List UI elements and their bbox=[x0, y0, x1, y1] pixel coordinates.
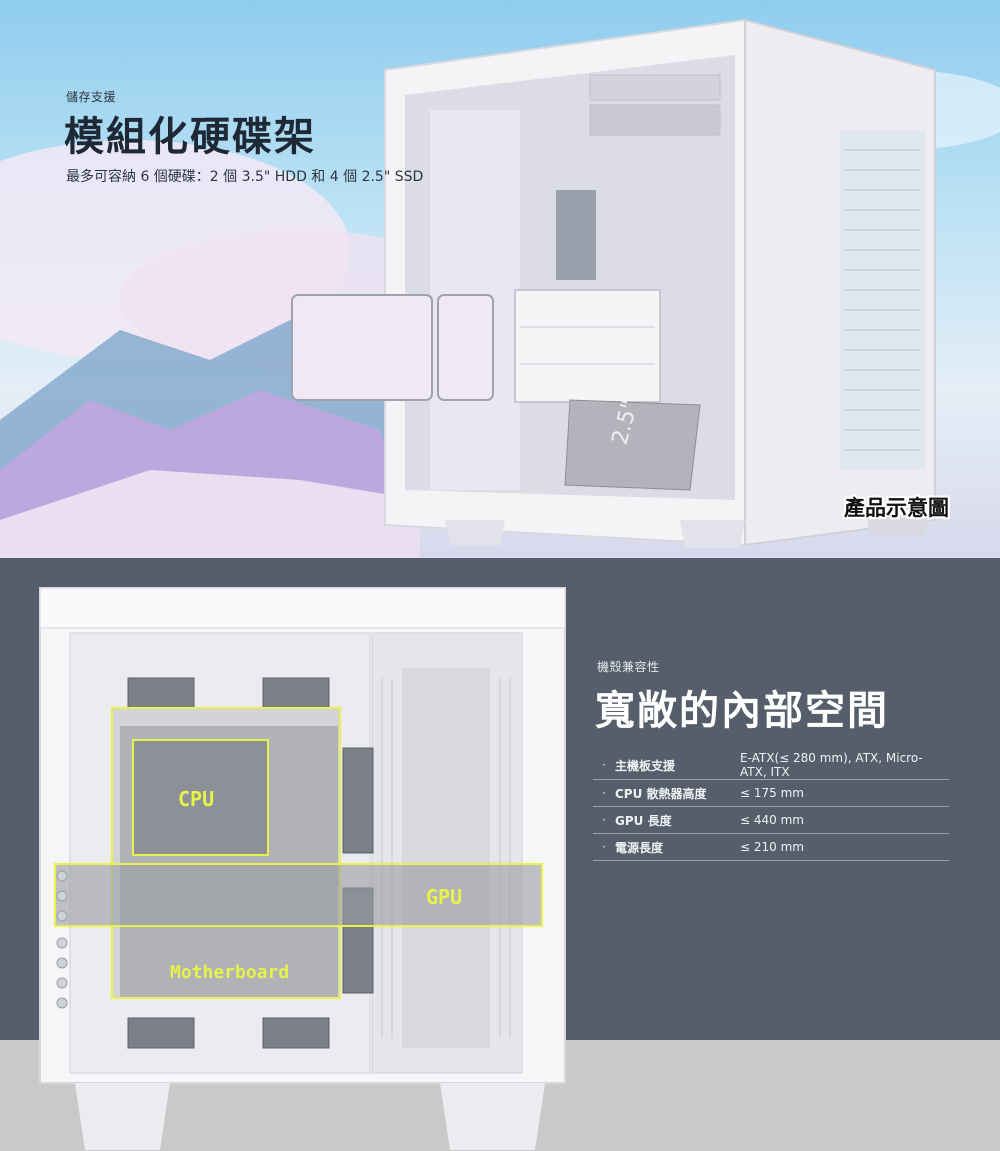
spec-value: ≤ 210 mm bbox=[740, 833, 949, 861]
spec-key: CPU 散熱器高度 bbox=[615, 779, 740, 807]
gpu-highlight bbox=[54, 863, 543, 927]
storage-illustration: 2.5" bbox=[0, 18, 1000, 558]
table-row: · 電源長度 ≤ 210 mm bbox=[593, 833, 949, 861]
gpu-label: GPU bbox=[426, 885, 462, 909]
bullet: · bbox=[593, 779, 615, 807]
spec-key: 電源長度 bbox=[615, 833, 740, 861]
illustration-badge: 產品示意圖 bbox=[844, 496, 949, 520]
bullet: · bbox=[593, 806, 615, 834]
bullet: · bbox=[593, 751, 615, 780]
pc-case bbox=[291, 18, 936, 548]
spec-key: 主機板支援 bbox=[615, 751, 740, 780]
section-subtitle: 最多可容納 6 個硬碟：2 個 3.5" HDD 和 4 個 2.5" SSD bbox=[66, 169, 424, 185]
cpu-highlight bbox=[132, 739, 269, 856]
motherboard-label: Motherboard bbox=[170, 962, 289, 983]
spec-value: E-ATX(≤ 280 mm), ATX, Micro-ATX, ITX bbox=[740, 751, 949, 780]
table-row: · 主機板支援 E-ATX(≤ 280 mm), ATX, Micro-ATX,… bbox=[593, 751, 949, 780]
cpu-label: CPU bbox=[178, 787, 214, 811]
spec-table: · 主機板支援 E-ATX(≤ 280 mm), ATX, Micro-ATX,… bbox=[593, 751, 949, 861]
bullet: · bbox=[593, 833, 615, 861]
section-eyebrow: 儲存支援 bbox=[66, 90, 117, 104]
section-title: 模組化硬碟架 bbox=[64, 114, 316, 160]
spec-value: ≤ 175 mm bbox=[740, 779, 949, 807]
spec-key: GPU 長度 bbox=[615, 806, 740, 834]
compat-title: 寬敞的內部空間 bbox=[595, 688, 889, 734]
compatibility-section: CPU GPU Motherboard 機殼兼容性 寬敞的內部空間 · 主機板支… bbox=[0, 558, 1000, 1151]
table-row: · GPU 長度 ≤ 440 mm bbox=[593, 806, 949, 834]
table-row: · CPU 散熱器高度 ≤ 175 mm bbox=[593, 779, 949, 807]
case-interior-diagram: CPU GPU Motherboard bbox=[39, 587, 566, 1150]
spec-value: ≤ 440 mm bbox=[740, 806, 949, 834]
storage-section: 2.5" 儲存支援 模組化硬碟架 最多可容納 6 個硬碟：2 個 3.5" HD… bbox=[0, 0, 1000, 558]
compat-eyebrow: 機殼兼容性 bbox=[597, 660, 660, 674]
